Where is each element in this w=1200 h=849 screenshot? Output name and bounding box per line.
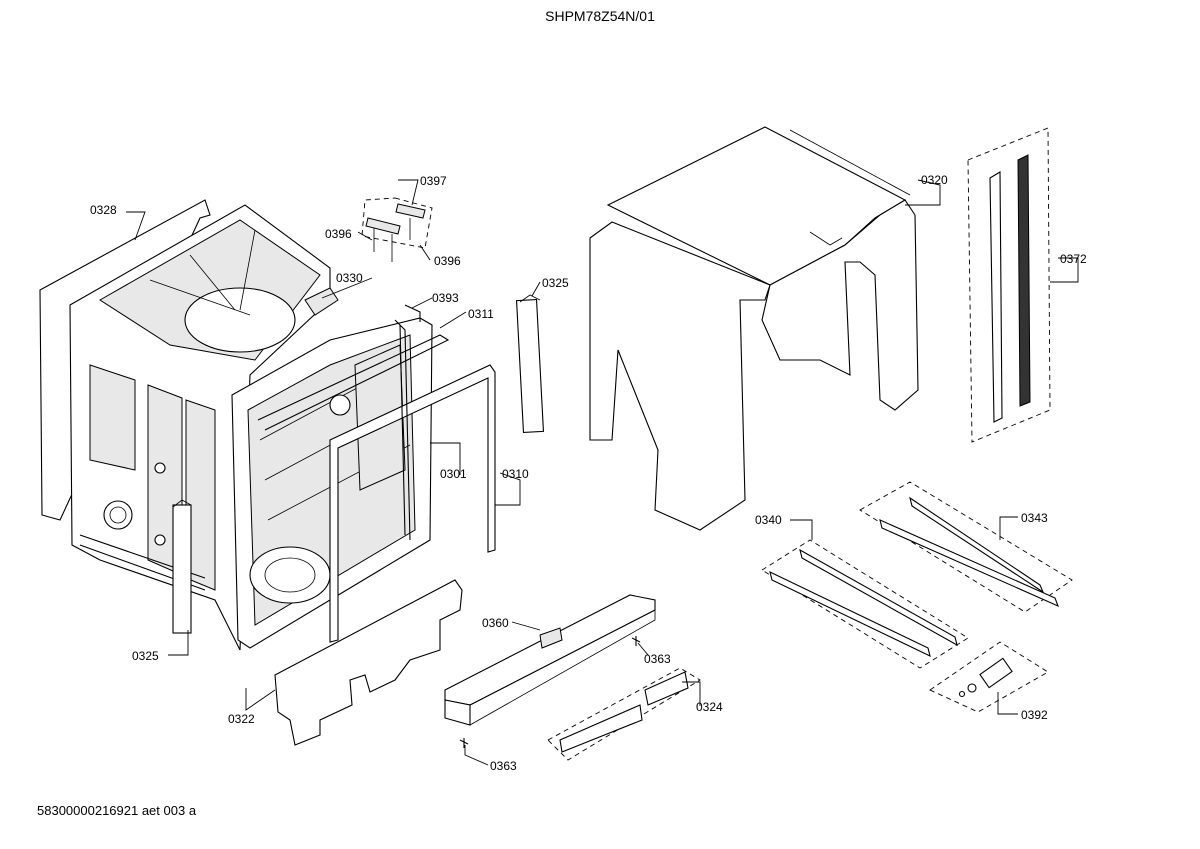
diagram-title: SHPM78Z54N/01 bbox=[545, 8, 655, 24]
part-0397 bbox=[395, 203, 426, 219]
callout-0397: 0397 bbox=[420, 174, 447, 188]
part-0343-rails[interactable] bbox=[859, 481, 1073, 613]
callout-0360: 0360 bbox=[482, 616, 509, 630]
callout-0325-lower: 0325 bbox=[132, 649, 159, 663]
part-0325-upper[interactable] bbox=[515, 298, 545, 434]
callout-0392: 0392 bbox=[1021, 708, 1048, 722]
part-0393[interactable] bbox=[404, 304, 421, 322]
part-0310-gasket[interactable] bbox=[329, 364, 496, 643]
callout-0372: 0372 bbox=[1060, 252, 1087, 266]
part-0396 bbox=[365, 217, 401, 235]
part-0324-blocks[interactable] bbox=[547, 667, 701, 761]
hinge-bracket-group[interactable] bbox=[361, 197, 433, 262]
leader-lines bbox=[126, 179, 1079, 766]
callout-0324: 0324 bbox=[696, 700, 723, 714]
callout-0320: 0320 bbox=[921, 173, 948, 187]
callout-0363-lower: 0363 bbox=[490, 759, 517, 773]
part-0301-seal[interactable] bbox=[394, 319, 411, 541]
part-0320-insulation-cover[interactable] bbox=[589, 126, 919, 531]
part-0372-side-rails[interactable] bbox=[967, 127, 1051, 443]
callout-0301: 0301 bbox=[440, 467, 467, 481]
part-0363-screw-a[interactable] bbox=[631, 636, 641, 646]
part-0322-front-panel[interactable] bbox=[274, 579, 463, 746]
part-0363-screw-b[interactable] bbox=[459, 738, 469, 748]
callout-0328: 0328 bbox=[90, 203, 117, 217]
callout-0322: 0322 bbox=[228, 712, 255, 726]
callout-0363-upper: 0363 bbox=[644, 652, 671, 666]
callout-0343: 0343 bbox=[1021, 511, 1048, 525]
part-0325-lower[interactable] bbox=[172, 504, 192, 634]
callout-0393: 0393 bbox=[432, 291, 459, 305]
callout-0325-upper: 0325 bbox=[542, 276, 569, 290]
part-0311-seal[interactable] bbox=[257, 334, 450, 431]
callout-0311: 0311 bbox=[468, 307, 494, 321]
callout-0330: 0330 bbox=[336, 271, 363, 285]
part-0360-base-tray[interactable] bbox=[444, 594, 656, 726]
part-0392-small-parts[interactable] bbox=[929, 641, 1049, 713]
part-0340-rails[interactable] bbox=[761, 539, 969, 669]
callout-0310: 0310 bbox=[502, 467, 529, 481]
callout-0396-right: 0396 bbox=[434, 254, 461, 268]
callout-0396-left: 0396 bbox=[325, 227, 352, 241]
diagram-code: 58300000216921 aet 003 a bbox=[37, 803, 197, 818]
callout-labels: 0328 0397 0396 0396 0330 0393 0311 0325 … bbox=[90, 173, 1087, 773]
callout-0340: 0340 bbox=[755, 513, 782, 527]
